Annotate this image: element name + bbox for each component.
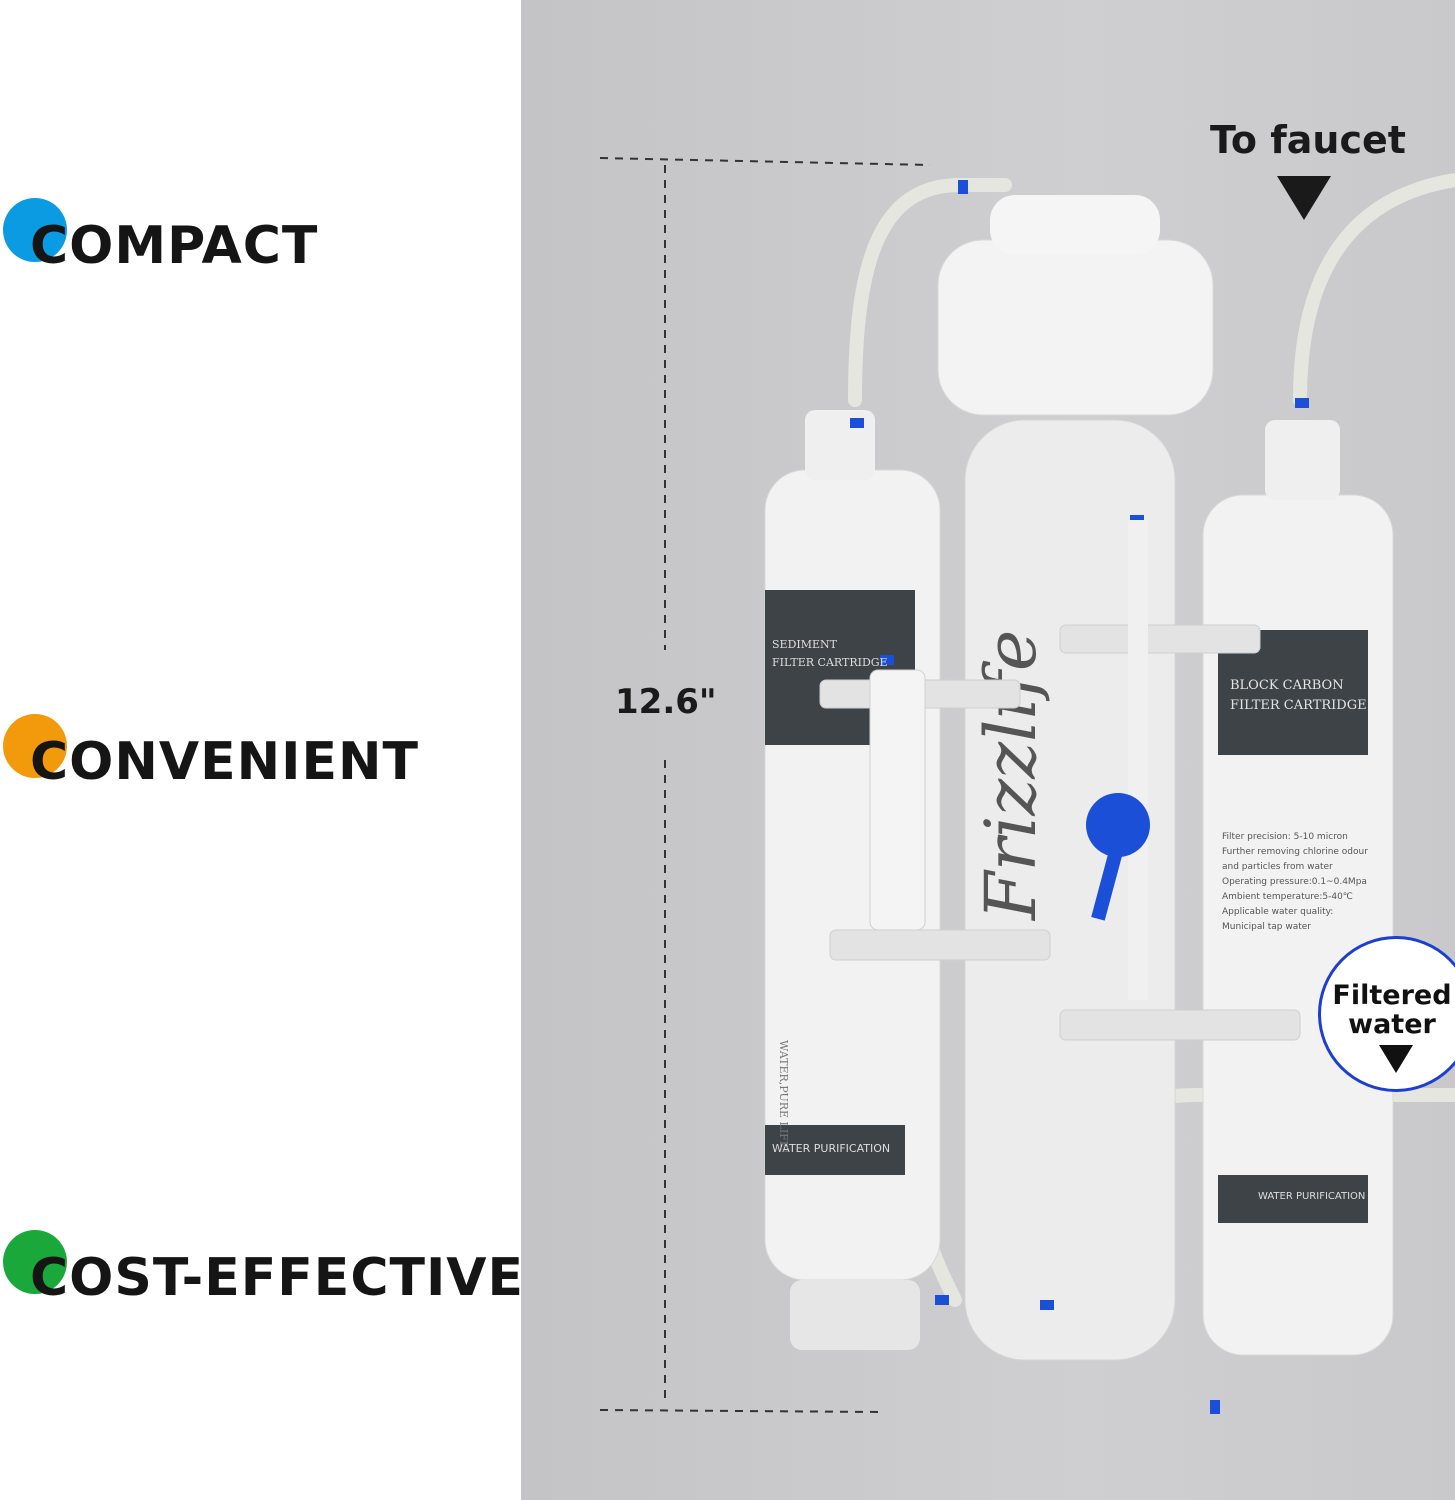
housing-cap <box>937 239 1214 416</box>
left-cartridge-label: SEDIMENT FILTER CARTRIDGE <box>772 636 888 672</box>
orange-dot-icon <box>3 714 67 778</box>
label-line: SEDIMENT <box>772 638 837 651</box>
green-dot-icon <box>3 1230 67 1294</box>
arrow-down-icon <box>1379 1045 1413 1073</box>
to-faucet-label: To faucet <box>1210 118 1406 162</box>
feature-panel: COMPACT CONVENIENT COST-EFFECTIVE <box>0 0 525 1500</box>
spec-line: and particles from water <box>1222 862 1333 872</box>
filtered-water-badge: Filtered water <box>1318 936 1455 1092</box>
feature-label: COMPACT <box>30 216 319 276</box>
right-cartridge-label: BLOCK CARBON FILTER CARTRIDGE <box>1230 676 1367 716</box>
spec-line: Filter precision: 5-10 micron <box>1222 832 1348 842</box>
spec-line: Municipal tap water <box>1222 922 1311 932</box>
brand-logo: Frizzlife <box>970 630 1052 922</box>
left-cartridge-side-text: WATER,PURE LIFE! <box>777 1040 790 1154</box>
spec-line: Operating pressure:0.1~0.4Mpa <box>1222 877 1367 887</box>
dimension-line <box>599 157 931 1413</box>
right-cartridge-footer: WATER PURIFICATION <box>1258 1191 1366 1202</box>
water-label: water <box>1348 1009 1436 1040</box>
blue-dot-icon <box>3 198 67 262</box>
right-cartridge-specs: Filter precision: 5-10 micron Further re… <box>1222 830 1372 935</box>
spec-line: Further removing chlorine odour <box>1222 847 1368 857</box>
feature-label: COST-EFFECTIVE <box>30 1248 525 1308</box>
feature-label: CONVENIENT <box>30 732 420 792</box>
membrane-housing <box>964 419 1176 1361</box>
spec-line: Applicable water quality: <box>1222 907 1334 917</box>
spec-line: Ambient temperature:5-40℃ <box>1222 892 1353 902</box>
height-dimension-label: 12.6" <box>615 682 717 722</box>
label-line: BLOCK CARBON <box>1230 678 1344 693</box>
label-line: FILTER CARTRIDGE <box>772 656 888 669</box>
arrow-down-icon <box>1277 176 1331 220</box>
left-cartridge-footer: WATER PURIFICATION <box>772 1142 891 1155</box>
label-line: FILTER CARTRIDGE <box>1230 698 1367 713</box>
filtered-label: Filtered <box>1332 980 1452 1011</box>
valve-handle-icon <box>1086 793 1150 857</box>
